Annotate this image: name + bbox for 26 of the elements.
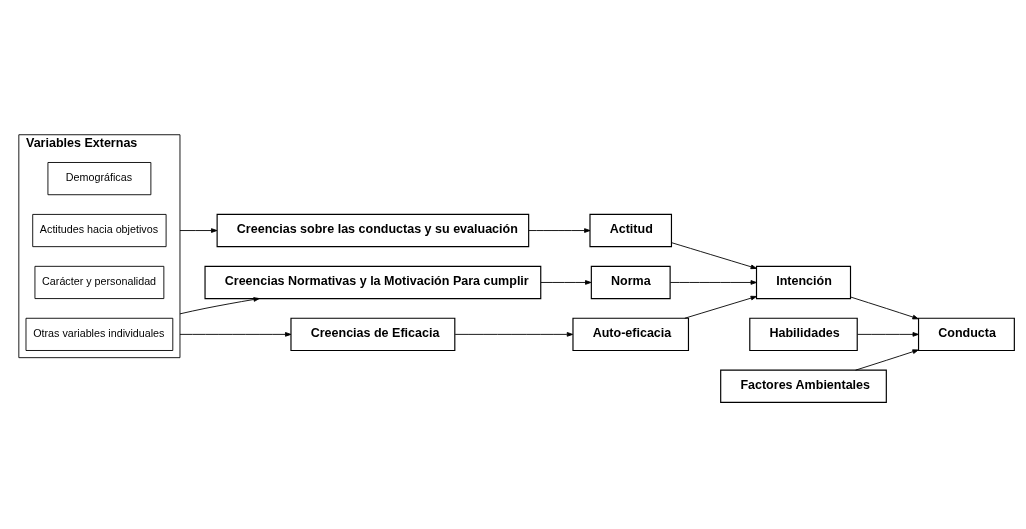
node-box: Factores Ambientales [720,369,887,403]
arrow [540,279,592,285]
node-box: Auto-eficacia [572,317,690,351]
arrow [857,331,919,337]
arrow [669,279,757,285]
node-box: Carácter y personalidad [34,265,165,299]
arrow [454,331,574,337]
arrow [850,296,919,319]
node-box: Actitud [589,213,673,247]
node-box: Intención [755,265,852,299]
arrow [179,227,218,233]
node-box: Habilidades [749,317,858,351]
arrow [528,227,591,233]
node-box: Creencias de Eficacia [290,317,456,351]
node-box: Otras variables individuales [25,317,174,351]
arrow [179,331,292,337]
node-box: Creencias sobre las conductas y su evaluación [216,213,530,247]
node-box: Creencias Normativas y la Motivación Para cumplir [204,265,542,299]
node-box: Demográficas [47,161,152,195]
node-box: Actitudes hacia objetivos [32,213,167,247]
node-box: Norma [590,265,671,299]
arrow [179,296,260,314]
node-box: Conducta [917,317,1015,351]
arrow [855,348,919,371]
arrow [684,295,757,319]
arrow [671,241,757,269]
